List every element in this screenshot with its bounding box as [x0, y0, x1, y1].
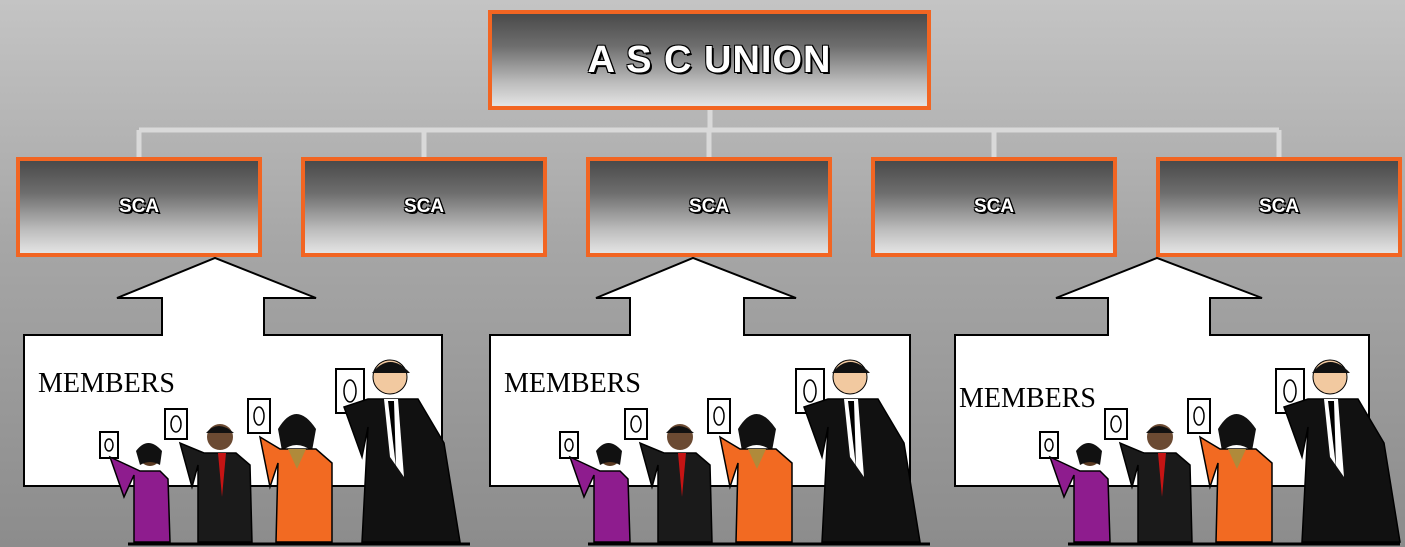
- child-node-sca: SCA: [16, 157, 262, 257]
- members-label: MEMBERS: [38, 368, 175, 399]
- root-node-asc-union: A S C UNION: [488, 10, 931, 110]
- child-node-sca: SCA: [1156, 157, 1402, 257]
- members-arrow-box: [954, 256, 1370, 487]
- child-node-sca: SCA: [586, 157, 832, 257]
- child-node-sca: SCA: [871, 157, 1117, 257]
- members-label: MEMBERS: [504, 368, 641, 399]
- members-label: MEMBERS: [959, 383, 1096, 414]
- child-node-sca: SCA: [301, 157, 547, 257]
- child-node-label: SCA: [118, 196, 160, 217]
- root-node-label: A S C UNION: [587, 38, 832, 81]
- child-node-label: SCA: [688, 196, 730, 217]
- child-node-label: SCA: [403, 196, 445, 217]
- connector-lines: [136, 110, 1282, 157]
- child-node-label: SCA: [973, 196, 1015, 217]
- child-node-label: SCA: [1258, 196, 1300, 217]
